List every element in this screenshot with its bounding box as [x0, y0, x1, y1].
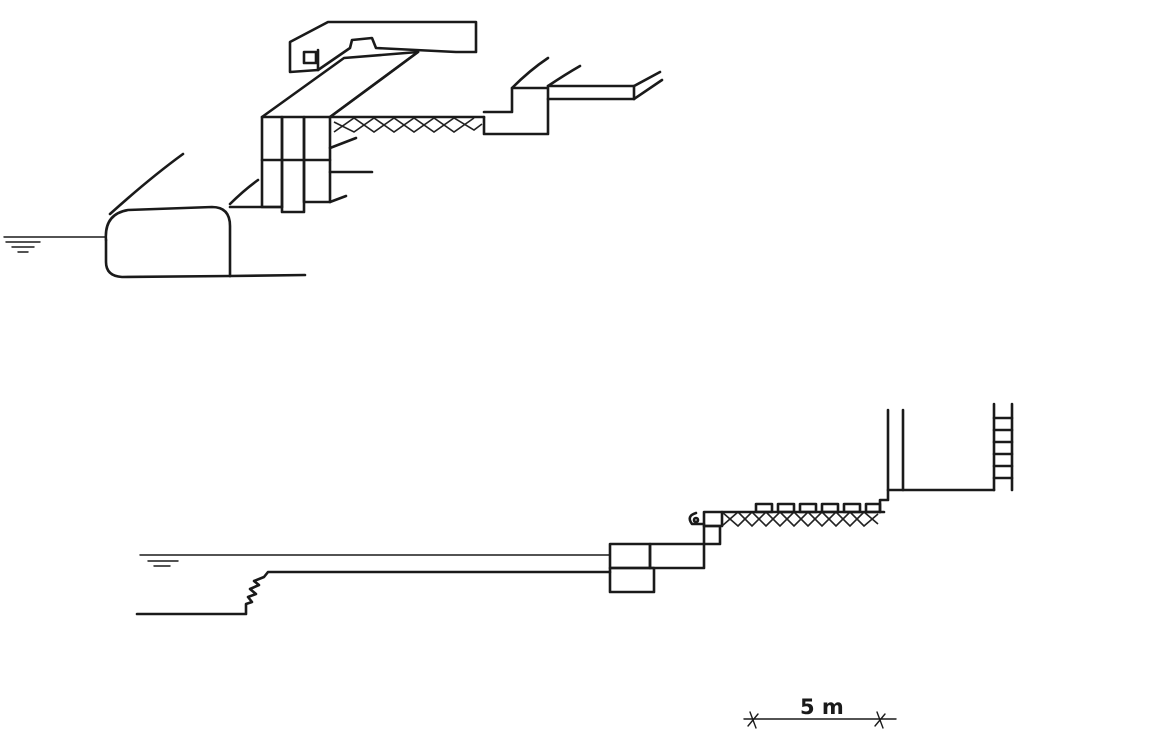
- perspective-view: [3, 20, 664, 279]
- water-level-symbol-bottom: [139, 554, 611, 567]
- superstructure: [260, 20, 478, 119]
- scale-bar-label: 5 m: [800, 695, 844, 719]
- ladder: [992, 402, 1014, 492]
- cross-section-view: [135, 402, 1014, 616]
- quay-blocks: [608, 510, 724, 594]
- back-wall-and-deck: [482, 56, 664, 136]
- rubble-fill-bottom: [720, 502, 886, 528]
- seabed-profile: [135, 570, 612, 616]
- rear-wall: [878, 408, 996, 514]
- rubble-fill-top: [328, 115, 486, 133]
- scale-bar: 5 m: [743, 695, 897, 729]
- front-block: [104, 152, 307, 279]
- stacked-blocks: [260, 115, 374, 214]
- water-level-symbol-top: [3, 236, 107, 253]
